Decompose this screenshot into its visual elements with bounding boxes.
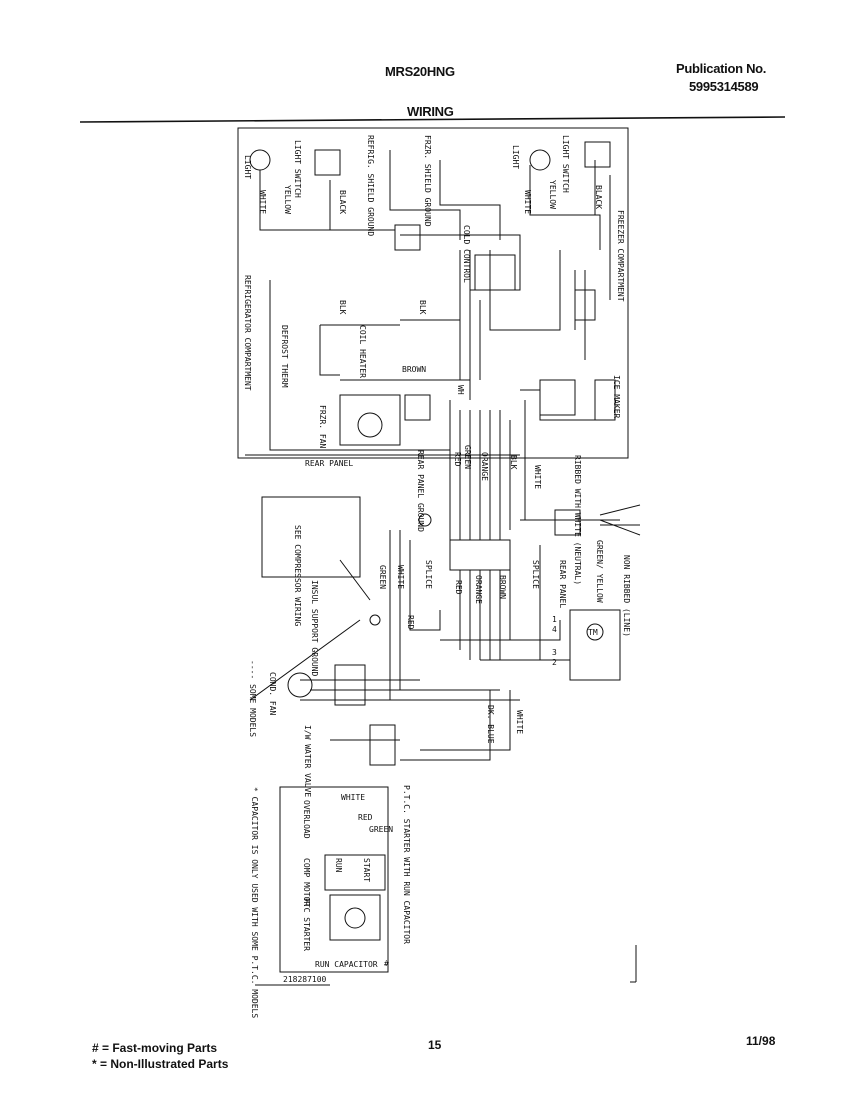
hash-label: # — [384, 959, 389, 968]
top-right-light-switch-label: LIGHT SWITCH — [561, 135, 570, 193]
some-models-label: ---- SOME MODELS — [248, 660, 257, 737]
refrig-shield-ground-label: REFRIG. SHIELD GROUND — [366, 135, 375, 236]
frzr-fan-label: FRZR. FAN — [318, 405, 327, 449]
rear-panel-2-label: REAR PANEL — [558, 560, 567, 608]
timer-2-label: 2 — [552, 658, 557, 667]
frzr-shield-ground-label: FRZR. SHIELD GROUND — [423, 135, 432, 227]
part-code-label: 218287100 — [283, 975, 327, 984]
green-yellow-label: GREEN/ YELLOW — [595, 540, 604, 603]
rear-panel-label: REAR PANEL — [305, 459, 353, 468]
timer-3-label: 3 — [552, 648, 557, 657]
top-left-light-label: LIGHT — [243, 155, 252, 179]
refrigerator-compartment-label: REFRIGERATOR COMPARTMENT — [243, 275, 252, 391]
orange-label-2: ORANGE — [474, 575, 483, 604]
model-number: MRS20HNG — [385, 64, 455, 79]
bottom-green-label: GREEN — [369, 825, 393, 834]
top-right-black-label: BLACK — [594, 185, 603, 209]
top-right-white-label: WHITE — [523, 190, 532, 214]
bottom-white-label: WHITE — [341, 793, 365, 802]
comp-motor-label: COMP MOTOR — [302, 858, 311, 906]
splice-label-2: SPLICE — [531, 560, 540, 589]
timer-1-label: 1 — [552, 615, 557, 624]
white-label-2: WHITE — [396, 565, 405, 589]
components — [249, 141, 637, 986]
non-ribbed-label: NON RIBBED (LINE) — [622, 555, 631, 637]
green-label-2: GREEN — [378, 565, 387, 589]
coil-heater-label: COIL HEATER — [358, 325, 367, 378]
white-label-1: WHITE — [533, 465, 542, 489]
page-number: 15 — [428, 1038, 442, 1052]
wire-traces — [245, 150, 641, 761]
blk-label-2: BLK — [418, 300, 427, 315]
legend-fast-moving: # = Fast-moving Parts — [92, 1041, 218, 1055]
white-label-3: WHITE — [515, 710, 524, 734]
top-left-white-label: WHITE — [258, 190, 267, 214]
freezer-compartment-label: FREEZER COMPARTMENT — [616, 210, 625, 302]
top-right-light-label: LIGHT — [511, 145, 520, 169]
iw-water-valve-label: I/W WATER VALVE — [303, 725, 312, 797]
blk-label-1: BLK — [338, 300, 347, 315]
cold-control-label: COLD CONTROL — [462, 225, 471, 283]
red-label-1: RED — [453, 452, 462, 467]
timer-4-label: 4 — [552, 625, 557, 634]
blk-label-3: BLK — [509, 455, 518, 470]
run-capacitor-label: RUN CAPACITOR — [315, 960, 378, 969]
ptc-starter-run-cap-label: P.T.C. STARTER WITH RUN CAPACITOR — [402, 785, 411, 944]
brown-label-1: BROWN — [402, 365, 426, 374]
publication-label: Publication No. — [676, 61, 767, 76]
orange-label-1: ORANGE — [480, 452, 489, 481]
cond-fan-label: COND. FAN — [268, 672, 277, 716]
header-rule — [79, 116, 786, 123]
start-label: START — [362, 858, 371, 882]
top-right-yellow-label: YELLOW — [548, 180, 557, 209]
legend-non-illustrated: * = Non-Illustrated Parts — [92, 1057, 229, 1071]
top-left-yellow-label: YELLOW — [283, 185, 292, 214]
ribbed-with-white-label: RIBBED WITH WHITE (NEUTRAL) — [573, 455, 582, 585]
dk-blue-label: DK. BLUE — [486, 705, 495, 744]
insul-support-ground-label: INSUL SUPPORT GROUND — [310, 580, 319, 677]
wh-label: WH — [456, 385, 465, 395]
publication-number: 5995314589 — [689, 79, 759, 94]
tm-label: TM — [588, 628, 598, 637]
capacitor-note-label: * CAPACITOR IS ONLY USED WITH SOME P.T.C… — [250, 787, 259, 1018]
overload-label: OVERLOAD — [302, 800, 311, 839]
ptc-starter-label: PTC STARTER — [302, 898, 311, 951]
see-compressor-wiring-label: SEE COMPRESSOR WIRING — [293, 525, 302, 626]
top-left-black-label: BLACK — [338, 190, 347, 214]
publication-date: 11/98 — [746, 1034, 776, 1048]
green-label-1: GREEN — [463, 445, 472, 469]
defrost-therm-label: DEFROST THERM — [280, 325, 289, 388]
red-label-3: RED — [406, 615, 415, 630]
red-label-2: RED — [454, 580, 463, 595]
ice-maker-label: ICE MAKER — [612, 375, 621, 419]
brown-label-2: BROWN — [498, 575, 507, 599]
splice-label-1: SPLICE — [424, 560, 433, 589]
run-label: RUN — [334, 858, 343, 873]
horizontal-labels: BROWN REAR PANEL 1 4 3 2 TM WHITE RED GR… — [305, 365, 598, 969]
top-left-light-switch-label: LIGHT SWITCH — [293, 140, 302, 198]
bottom-red-label: RED — [358, 813, 373, 822]
vertical-labels: LIGHT WHITE LIGHT SWITCH YELLOW BLACK RE… — [243, 135, 631, 1018]
section-title: WIRING — [407, 104, 454, 119]
rear-panel-ground-label: REAR PANEL GROUND — [416, 450, 425, 532]
